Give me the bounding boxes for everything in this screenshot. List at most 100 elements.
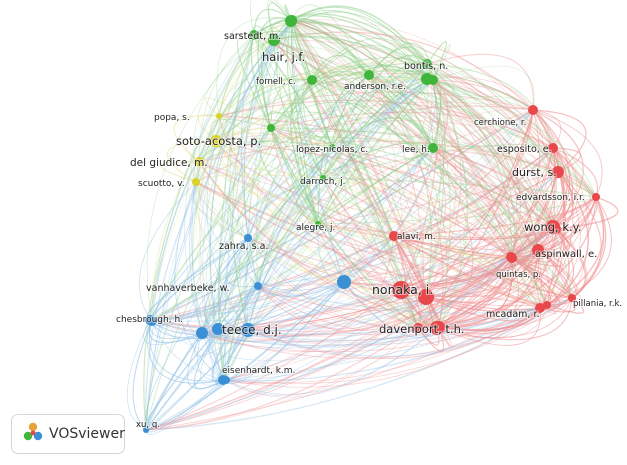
network-edge	[393, 228, 557, 240]
node-label-darroch[interactable]: darroch, j.	[299, 176, 347, 188]
node-label-popa[interactable]: popa, s.	[153, 112, 191, 124]
node-lee[interactable]	[428, 143, 438, 153]
network-edge	[322, 108, 534, 179]
network-node[interactable]	[267, 124, 275, 132]
network-node[interactable]	[551, 224, 561, 234]
node-sotoacosta[interactable]	[210, 135, 222, 147]
label-layer: nonaka, i. davenport, t.h. wong, k.y. durst…	[115, 30, 623, 431]
node-delgiudice[interactable]	[194, 157, 204, 167]
node-label-xu[interactable]: xu, q.	[135, 419, 161, 431]
network-node[interactable]	[249, 30, 259, 40]
network-edge	[425, 196, 597, 298]
node-label-anderson[interactable]: anderson, r.e.	[343, 81, 407, 93]
node-aspinwall[interactable]	[532, 244, 544, 256]
node-label-hair[interactable]: hair, j.f.	[261, 49, 306, 65]
node-vanhaverbeke[interactable]	[254, 282, 262, 290]
node-label-lee[interactable]: lee, h.	[401, 144, 431, 156]
node-label-fornell[interactable]: fornell, c.	[255, 76, 297, 88]
node-label-scuotto[interactable]: scuotto, v.	[137, 178, 186, 190]
network-edge	[151, 147, 554, 322]
node-label-vanhaverbeke[interactable]: vanhaverbeke, w.	[145, 282, 231, 295]
network-node[interactable]	[428, 75, 438, 85]
node-cerchione[interactable]	[528, 105, 538, 115]
node-label-zahra[interactable]: zahra, s.a.	[218, 240, 269, 253]
node-teece[interactable]	[241, 323, 255, 337]
network-node[interactable]	[433, 321, 445, 333]
node-label-pillania[interactable]: pillania, r.k.	[572, 298, 623, 310]
node-darroch[interactable]	[320, 175, 326, 181]
network-node[interactable]	[212, 323, 224, 335]
network-node[interactable]	[337, 275, 351, 289]
node-label-delgiudice[interactable]: del giudice, m.	[129, 156, 209, 170]
node-label-quintas[interactable]: quintas, p.	[495, 269, 542, 281]
network-edge	[145, 307, 541, 431]
network-node[interactable]	[543, 301, 551, 309]
node-label-mcadam[interactable]: mcadam, r.	[485, 308, 541, 321]
node-label-alegre[interactable]: alegre, j.	[295, 222, 336, 234]
network-edge	[218, 114, 333, 148]
network-edge	[198, 115, 259, 287]
node-label-wong[interactable]: wong, k.y.	[523, 219, 582, 235]
network-edge	[322, 177, 402, 291]
node-esposito[interactable]	[548, 143, 558, 153]
node-label-bontis[interactable]: bontis, n.	[403, 60, 449, 73]
node-zahra[interactable]	[244, 234, 252, 242]
node-edvardsson[interactable]	[592, 193, 600, 201]
node-label-durst[interactable]: durst, s.	[511, 165, 558, 180]
node-label-davenport[interactable]: davenport, t.h.	[378, 321, 466, 337]
node-scuotto[interactable]	[192, 178, 200, 186]
node-pillania[interactable]	[568, 294, 576, 302]
network-edge	[532, 109, 603, 198]
network-node[interactable]	[418, 289, 434, 305]
node-nonaka[interactable]	[392, 281, 410, 299]
node-label-alavi[interactable]: alavi, m.	[396, 231, 437, 243]
node-label-sarstedt[interactable]: sarstedt, m.	[223, 30, 282, 43]
network-node[interactable]	[147, 316, 157, 326]
network-edge	[322, 177, 427, 298]
network-node[interactable]	[287, 15, 297, 25]
network-edge	[291, 19, 395, 237]
node-bontis[interactable]	[422, 59, 432, 69]
node-label-eisenhardt[interactable]: eisenhardt, k.m.	[221, 365, 296, 377]
node-alegre[interactable]	[315, 221, 321, 227]
node-xu[interactable]	[143, 427, 149, 433]
node-label-lopeznicolas[interactable]: lopez-nicolas, c.	[295, 144, 369, 156]
network-edge	[198, 161, 573, 299]
network-node[interactable]	[506, 252, 516, 262]
node-label-esposito[interactable]: esposito, e.	[496, 143, 553, 156]
node-label-edvardsson[interactable]: edvardsson, i.r.	[515, 192, 586, 204]
node-label-chesbrough[interactable]: chesbrough, h.	[115, 314, 184, 326]
network-edge	[201, 281, 345, 344]
network-edge	[215, 140, 319, 225]
network-edge	[215, 136, 597, 198]
network-edge	[151, 320, 440, 349]
node-lopeznicolas[interactable]	[329, 144, 335, 150]
network-edge	[198, 161, 539, 251]
node-label-sotoacosta[interactable]: soto-acosta, p.	[175, 133, 262, 149]
vosviewer-badge[interactable]: VOSviewer	[11, 414, 125, 454]
network-edge	[145, 109, 534, 431]
node-hair[interactable]	[268, 34, 280, 46]
node-anderson[interactable]	[364, 70, 374, 80]
network-edge	[247, 237, 345, 291]
node-mcadam[interactable]	[535, 303, 545, 313]
node-fornell[interactable]	[307, 75, 317, 85]
network-edge	[267, 0, 293, 41]
network-node[interactable]	[413, 323, 423, 333]
network-edge	[425, 257, 513, 298]
node-alavi[interactable]	[389, 231, 399, 241]
node-label-teece[interactable]: teece, d.j.	[221, 322, 283, 338]
node-durst[interactable]	[552, 166, 564, 178]
network-edge	[432, 147, 542, 251]
network-node[interactable]	[196, 327, 208, 339]
node-label-cerchione[interactable]: cerchione, r.	[473, 117, 527, 129]
network-edge	[425, 78, 457, 298]
node-popa[interactable]	[216, 113, 222, 119]
network-edge	[317, 223, 548, 306]
network-node[interactable]	[222, 376, 230, 384]
network-edge	[290, 79, 319, 225]
node-label-aspinwall[interactable]: aspinwall, e.	[534, 248, 598, 261]
node-label-nonaka[interactable]: nonaka, i.	[371, 281, 434, 298]
